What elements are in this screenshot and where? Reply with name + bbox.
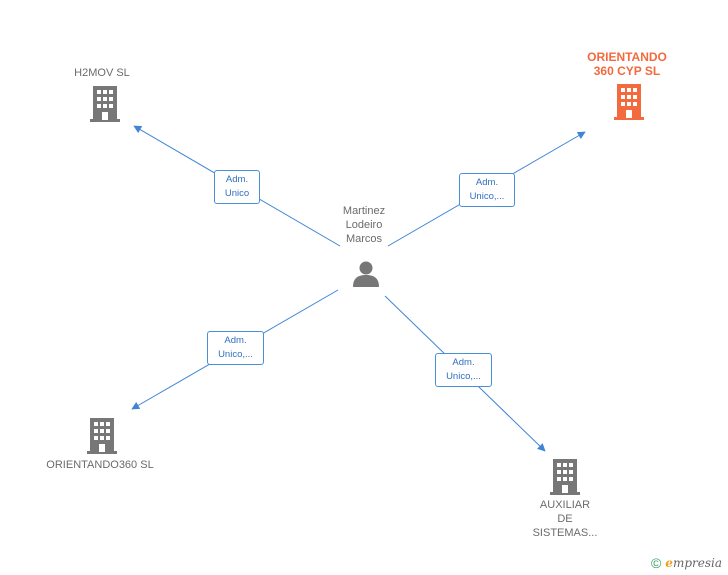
edge-label-auxiliar[interactable]: Adm. Unico,... bbox=[435, 353, 492, 387]
building-icon[interactable] bbox=[87, 418, 117, 459]
person-icon[interactable] bbox=[352, 259, 380, 292]
company-label-orientando-cyp[interactable]: ORIENTANDO 360 CYP SL bbox=[587, 50, 667, 78]
company-label-orientando360[interactable]: ORIENTANDO360 SL bbox=[46, 459, 154, 471]
building-icon[interactable] bbox=[614, 84, 644, 125]
copyright-icon: © bbox=[650, 555, 662, 571]
edge-label-h2mov[interactable]: Adm. Unico bbox=[214, 170, 260, 204]
company-label-h2mov[interactable]: H2MOV SL bbox=[74, 67, 130, 79]
edge-label-orientando360[interactable]: Adm. Unico,... bbox=[207, 331, 264, 365]
edge-label-orientando-cyp[interactable]: Adm. Unico,... bbox=[459, 173, 515, 207]
building-icon[interactable] bbox=[550, 459, 580, 500]
person-name-label: Martinez Lodeiro Marcos bbox=[342, 205, 386, 245]
company-label-auxiliar[interactable]: AUXILIAR DE SISTEMAS... bbox=[532, 499, 598, 539]
brand-logo[interactable]: empresia bbox=[665, 556, 722, 570]
footer-brand: © empresia bbox=[651, 555, 722, 571]
building-icon[interactable] bbox=[90, 86, 120, 127]
